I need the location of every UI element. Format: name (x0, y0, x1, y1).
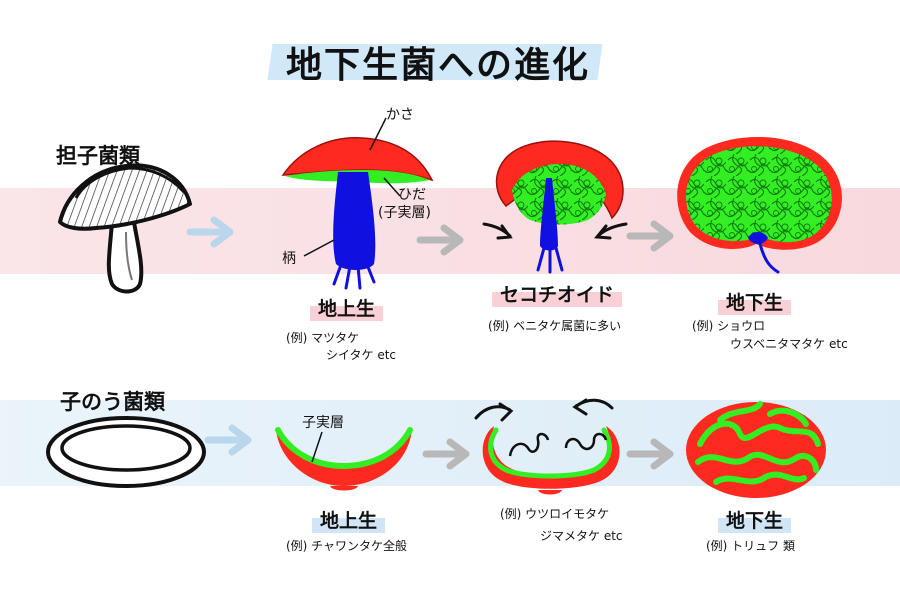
asco-hymenium-annotation: 子実層 (302, 415, 344, 431)
gills-annotation: ひだ (398, 187, 426, 203)
ascomycete-group-label: 子のう菌類 (60, 390, 165, 414)
reference-mushroom-illustration (58, 163, 192, 294)
gray-arrow-icon (626, 220, 674, 252)
asco-stage2-example2: ジマメタケ etc (540, 529, 623, 543)
hypogeous-basidiomycete-diagram (677, 136, 842, 274)
basidio-stage3-caption: 地下生 (718, 288, 792, 315)
epigeous-mushroom-diagram (281, 117, 434, 290)
blue-arrow-icon (186, 216, 234, 248)
blue-arrow-icon (204, 424, 252, 456)
asco-stage3-example: (例) トリュフ 類 (706, 539, 795, 553)
folding-cup-fungus-diagram (474, 398, 620, 495)
basidiomycete-group-label: 担子菌類 (56, 144, 140, 168)
gray-arrow-icon (422, 438, 470, 470)
secotioid-mushroom-diagram (482, 140, 628, 274)
epigeous-cup-fungus-diagram (275, 427, 413, 491)
asco-stage2-example: (例) ウツロイモタケ (500, 507, 610, 521)
cap-annotation: かさ (386, 107, 414, 123)
basidio-stage2-caption: セコチオイド (492, 280, 623, 307)
truffle-diagram (686, 401, 826, 498)
basidio-stage3-example: (例) ショウロ (692, 319, 766, 333)
page-title: 地下生菌への進化 (285, 45, 590, 86)
asco-stage1-example: (例) チャワンタケ全般 (286, 539, 408, 553)
stem-annotation: 柄 (282, 251, 296, 267)
basidio-stage2-example: (例) ベニタケ属菌に多い (488, 319, 622, 333)
basidio-stage1-caption: 地上生 (310, 294, 384, 321)
reference-cup-fungus-illustration (46, 416, 206, 488)
gray-arrow-icon (626, 438, 674, 470)
asco-stage1-caption: 地上生 (312, 506, 386, 533)
basidio-stage1-example2: シイタケ etc (326, 348, 397, 362)
basidio-stage3-example2: ウスベニタマタケ etc (730, 337, 848, 351)
asco-stage3-caption: 地下生 (718, 506, 792, 533)
hymenium-annotation: (子実層) (378, 205, 431, 221)
gray-arrow-icon (416, 224, 464, 256)
basidio-stage1-example: (例) マツタケ (286, 331, 360, 345)
